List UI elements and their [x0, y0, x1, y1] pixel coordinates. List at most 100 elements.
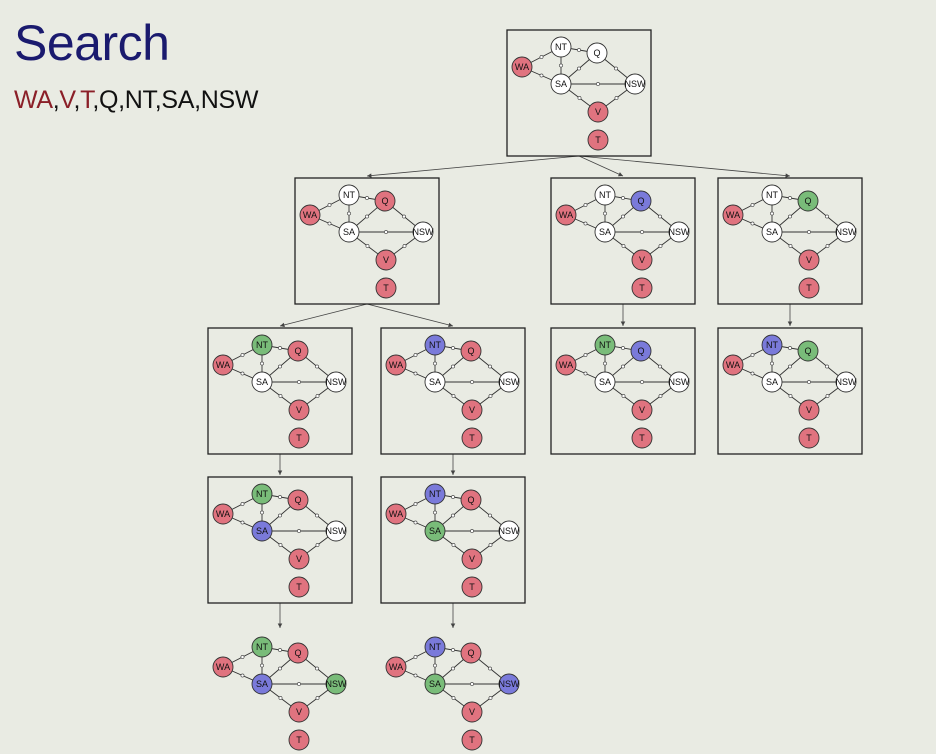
variable-node-nsw	[835, 221, 857, 243]
variable-label-wa: WA	[216, 662, 230, 672]
variable-label-nt: NT	[256, 340, 268, 350]
constraint-marker	[413, 673, 418, 678]
variable-label-nsw: NSW	[326, 679, 348, 689]
constraint-marker	[451, 364, 455, 369]
variable-label-nt: NT	[599, 340, 611, 350]
variable-label-nsw: NSW	[499, 526, 521, 536]
variable-label-t: T	[296, 433, 302, 443]
constraint-marker	[451, 495, 455, 499]
constraint-marker	[433, 510, 437, 515]
variable-label-nt: NT	[766, 190, 778, 200]
variable-node-nt	[594, 184, 616, 206]
variable-label-sa: SA	[256, 679, 268, 689]
variable-label-v: V	[296, 554, 302, 564]
variable-node-t	[461, 729, 483, 751]
variable-label-wa: WA	[216, 360, 230, 370]
constraint-marker	[240, 673, 245, 678]
constraint-marker	[413, 655, 418, 659]
variable-label-v: V	[639, 255, 645, 265]
constraint-marker	[278, 495, 282, 499]
variable-node-sa	[761, 221, 783, 243]
constraint-marker	[278, 513, 282, 518]
constraint-marker	[278, 543, 283, 547]
variable-label-sa: SA	[599, 377, 611, 387]
variable-label-t: T	[469, 582, 475, 592]
constraint-marker	[278, 648, 282, 652]
variable-node-t	[631, 427, 653, 449]
constraint-marker	[583, 353, 588, 357]
variable-label-nsw: NSW	[836, 377, 858, 387]
variable-node-q	[630, 340, 652, 362]
tree-edge	[366, 155, 580, 177]
constraint-marker	[596, 82, 600, 86]
constraint-marker	[577, 66, 581, 71]
constraint-marker	[788, 394, 793, 398]
variable-label-t: T	[806, 283, 812, 293]
constraint-marker	[365, 244, 370, 248]
constraint-marker	[488, 696, 493, 700]
state-box	[207, 476, 353, 604]
constraint-marker	[640, 230, 644, 234]
variable-node-q	[374, 190, 396, 212]
constraint-marker	[488, 364, 492, 369]
variable-label-sa: SA	[429, 377, 441, 387]
constraint-marker	[260, 361, 264, 366]
variable-label-wa: WA	[216, 509, 230, 519]
state-box	[294, 177, 440, 305]
variable-node-q	[586, 42, 608, 64]
variable-node-wa	[212, 354, 234, 376]
variable-label-v: V	[469, 554, 475, 564]
variable-label-v: V	[639, 405, 645, 415]
variable-label-nsw: NSW	[836, 227, 858, 237]
variable-label-q: Q	[467, 495, 474, 505]
variable-node-nt	[424, 636, 446, 658]
constraint-marker	[297, 682, 301, 686]
variable-label-q: Q	[804, 346, 811, 356]
constraint-marker	[315, 666, 319, 671]
constraint-marker	[770, 361, 774, 366]
variable-node-sa	[424, 371, 446, 393]
variable-node-t	[288, 729, 310, 751]
variable-label-sa: SA	[256, 526, 268, 536]
state-box	[550, 177, 696, 305]
tree-edge-arrowhead	[450, 623, 456, 628]
variable-label-v: V	[806, 255, 812, 265]
variable-node-t	[631, 277, 653, 299]
constraint-marker	[658, 364, 662, 369]
variable-node-v	[587, 101, 609, 123]
constraint-marker	[788, 364, 792, 369]
constraint-marker	[470, 682, 474, 686]
variable-node-t	[461, 576, 483, 598]
constraint-marker	[278, 666, 282, 671]
variable-node-wa	[555, 354, 577, 376]
variable-label-wa: WA	[559, 360, 573, 370]
variable-node-q	[797, 340, 819, 362]
variable-node-nt	[424, 334, 446, 356]
variable-label-t: T	[469, 433, 475, 443]
constraint-marker	[583, 203, 588, 207]
constraint-marker	[825, 214, 829, 219]
state-box	[506, 29, 652, 157]
variable-node-v	[288, 701, 310, 723]
order-segment: ,	[52, 86, 60, 114]
constraint-marker	[583, 371, 588, 376]
variable-label-nsw: NSW	[499, 377, 521, 387]
constraint-marker	[488, 543, 493, 547]
constraint-marker	[825, 364, 829, 369]
variable-node-wa	[722, 204, 744, 226]
variable-label-q: Q	[294, 495, 301, 505]
variable-label-nt: NT	[256, 489, 268, 499]
constraint-marker	[825, 244, 830, 248]
constraint-marker	[347, 211, 351, 216]
variable-label-t: T	[806, 433, 812, 443]
variable-node-nt	[550, 36, 572, 58]
constraint-marker	[413, 502, 418, 506]
variable-node-v	[461, 399, 483, 421]
variable-label-nt: NT	[429, 642, 441, 652]
variable-node-v	[375, 249, 397, 271]
